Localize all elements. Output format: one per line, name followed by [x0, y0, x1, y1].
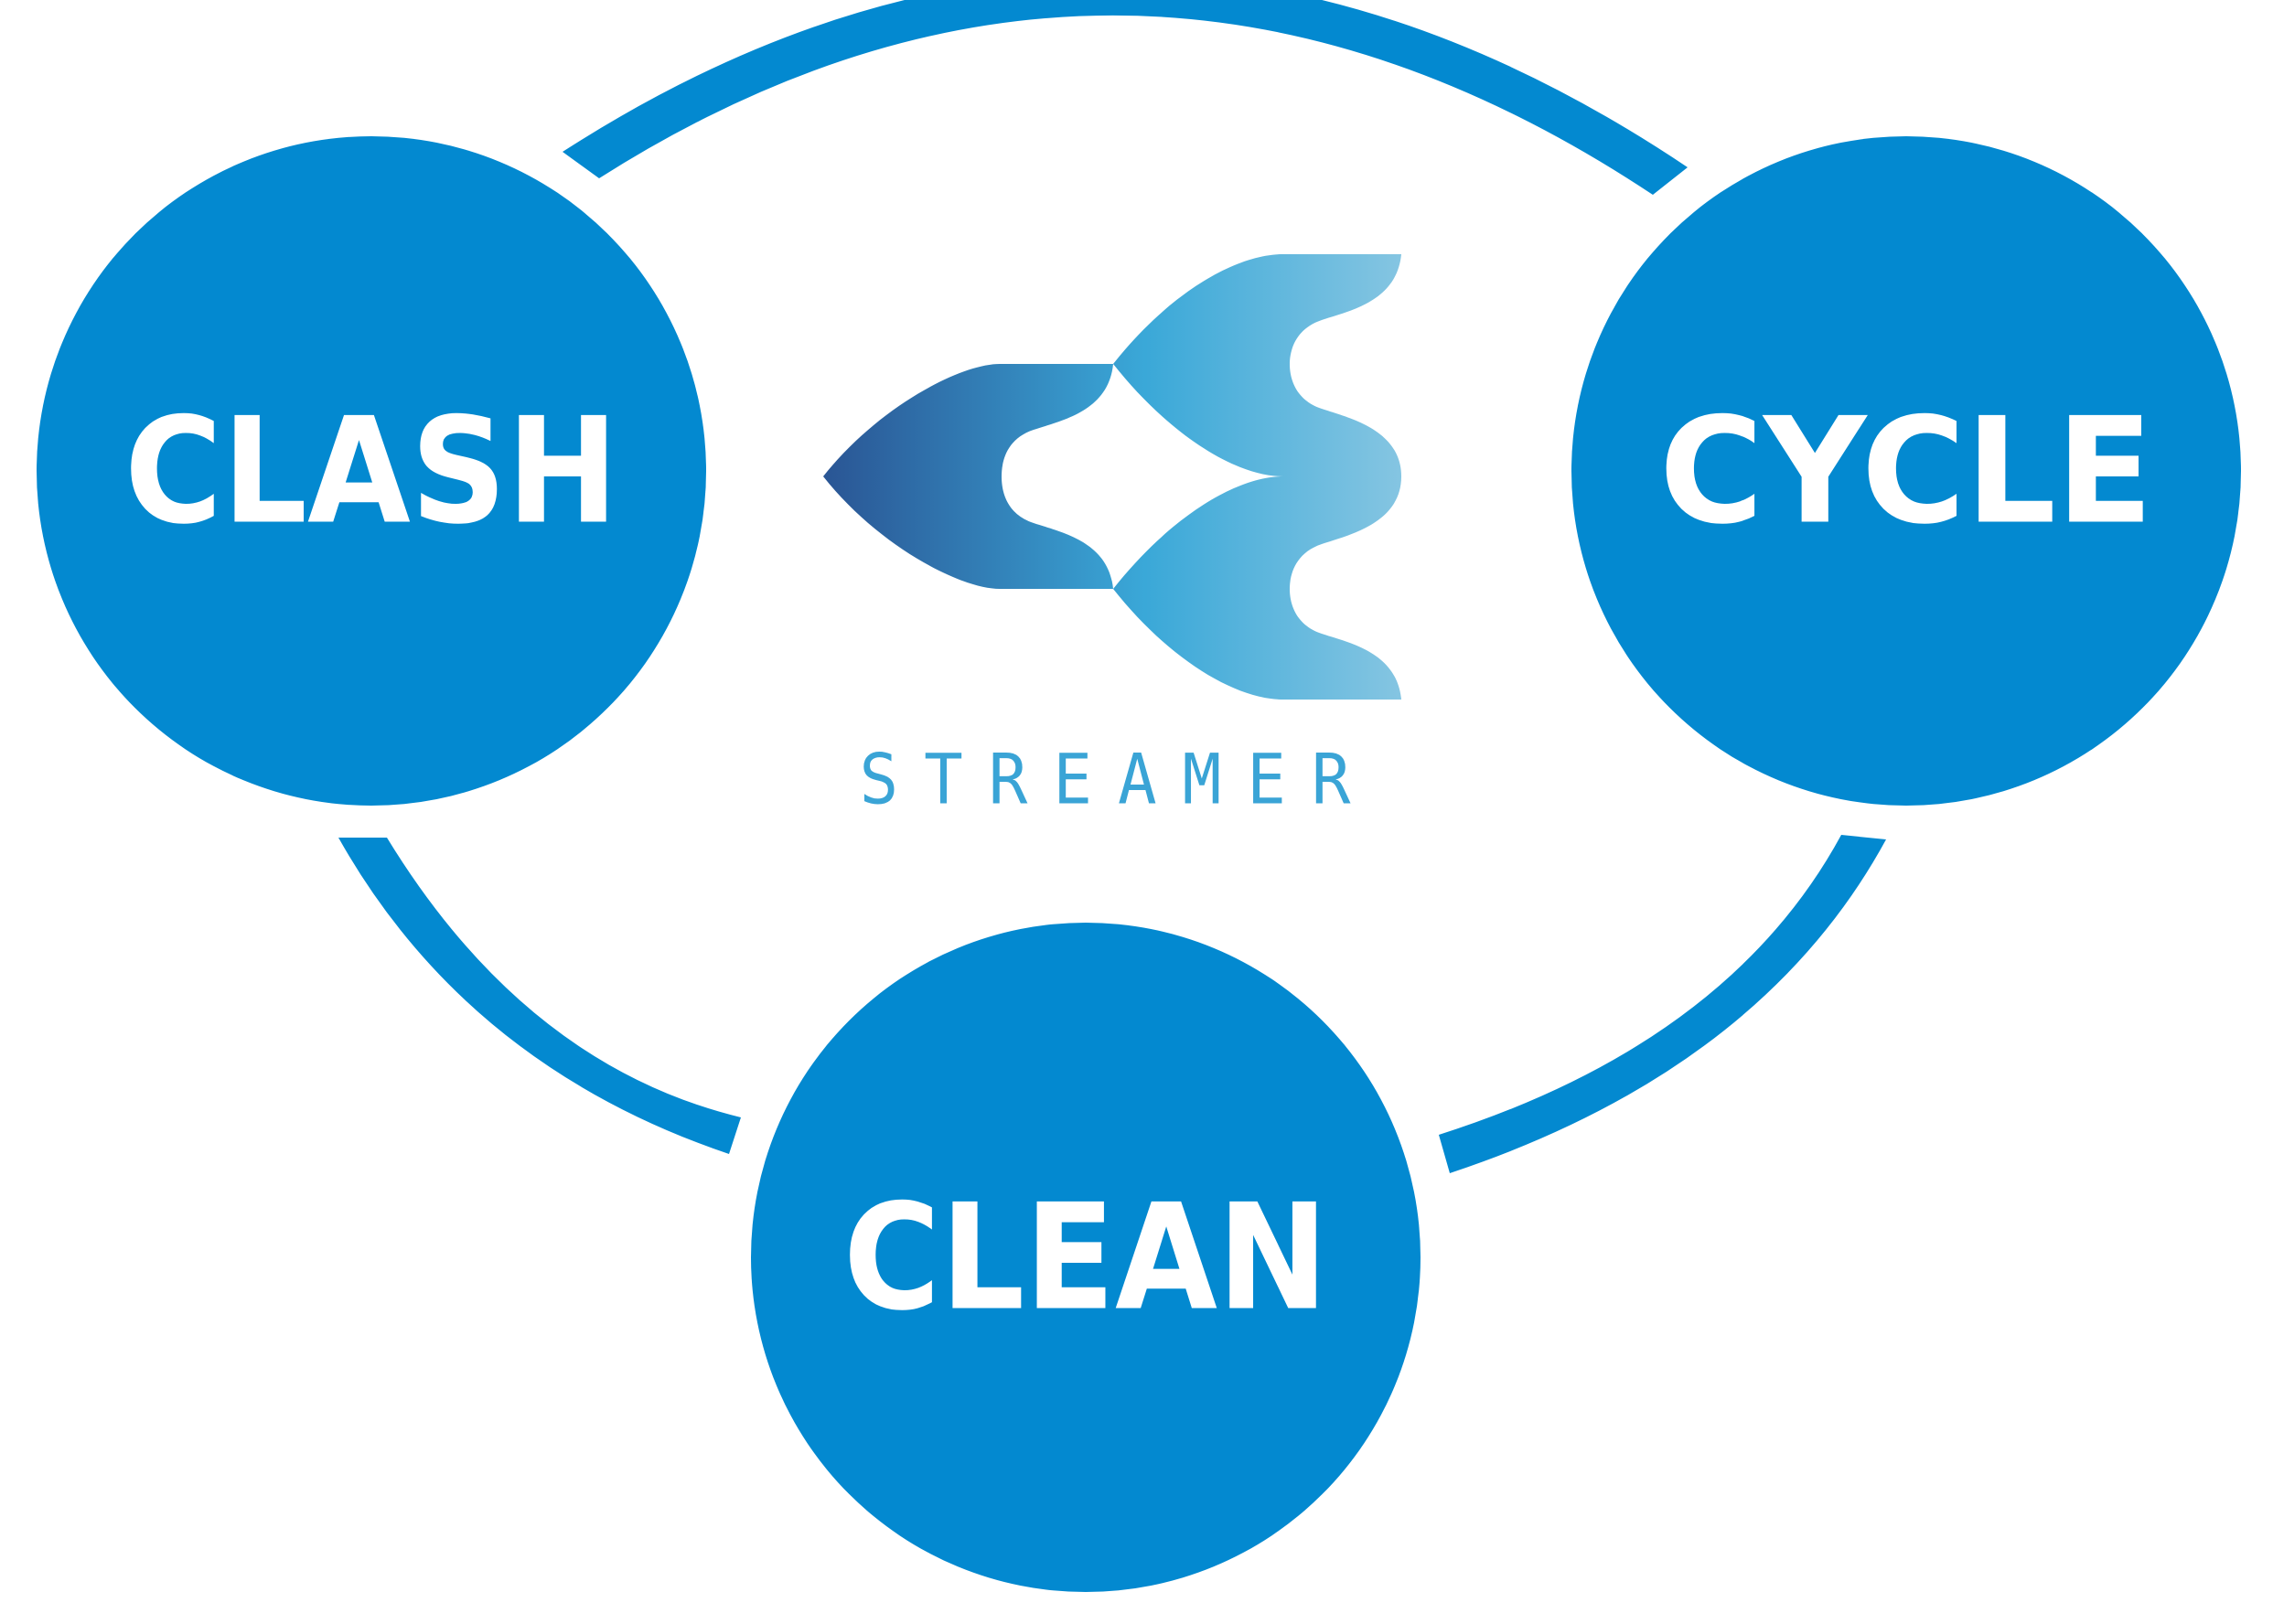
connector-arcs	[338, 0, 1886, 1173]
node-clean-label: CLEAN	[843, 1172, 1328, 1343]
node-clean-circle	[751, 923, 1421, 1592]
node-clean: CLEAN	[751, 923, 1421, 1592]
arc-clash-cycle	[563, 0, 1688, 195]
brand-name: STREAMER	[860, 739, 1377, 820]
streamer-logo-icon	[823, 254, 1401, 700]
node-clash: CLASH	[37, 136, 706, 806]
node-cycle-circle	[1571, 136, 2241, 806]
logo-left-chevron	[823, 364, 1113, 589]
arc-cycle-clean	[1439, 835, 1886, 1173]
node-cycle: CYCLE	[1571, 136, 2241, 806]
node-cycle-label: CYCLE	[1659, 386, 2153, 557]
arc-clash-clean	[338, 838, 741, 1154]
logo-right-wave	[1113, 254, 1401, 700]
node-clash-label: CLASH	[124, 386, 618, 557]
node-clash-circle	[37, 136, 706, 806]
